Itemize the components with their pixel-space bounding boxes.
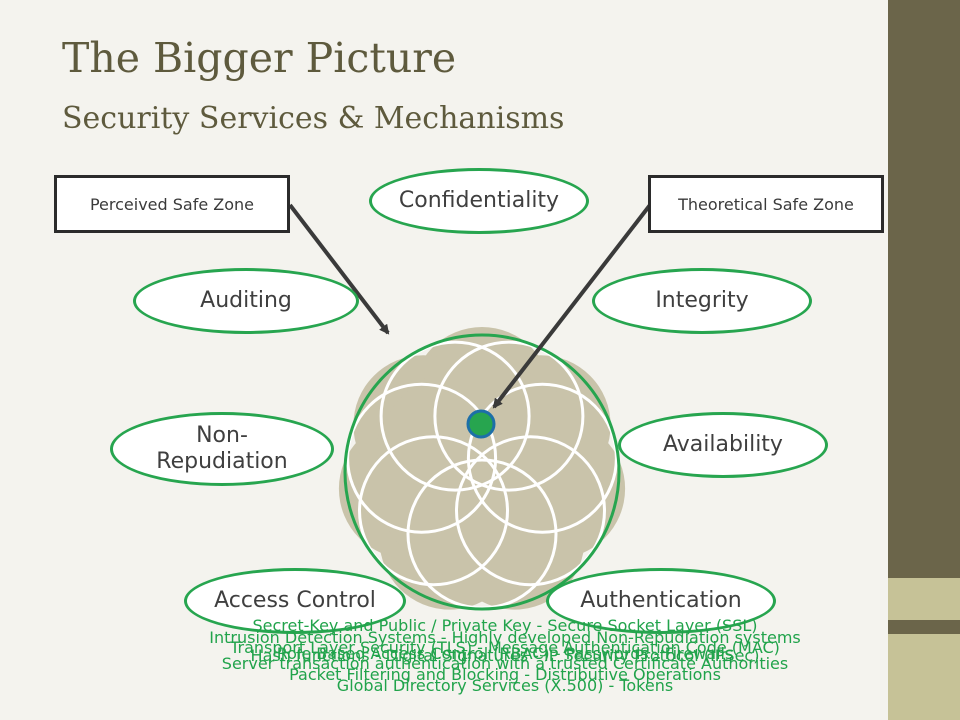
rosette-core <box>372 362 592 582</box>
mechanism-line: Intrusion Detection Systems - Highly dev… <box>209 628 801 647</box>
sidebar-accent-light-bottom <box>888 634 960 720</box>
rosette-ring <box>346 382 498 534</box>
rosette-ring <box>466 382 618 534</box>
rosette-ring <box>379 340 531 492</box>
ring-rosette <box>346 340 618 610</box>
mechanism-line: Hash functions - Digital Signatures - IP… <box>250 646 760 665</box>
slide-subtitle: Security Services & Mechanisms <box>62 101 565 136</box>
theoretical-zone-arrow <box>492 203 652 409</box>
service-access-control: Access Control <box>184 568 406 634</box>
service-integrity: Integrity <box>592 268 812 334</box>
service-auditing: Auditing <box>133 268 359 334</box>
mechanism-line: Transport Layer Security (TLS) - Message… <box>230 638 780 657</box>
rosette-diagram <box>288 203 652 611</box>
rosette-ring <box>358 435 509 587</box>
service-availability: Availability <box>618 412 828 478</box>
slide-title: The Bigger Picture <box>62 34 457 82</box>
service-non-repudiation: Non- Repudiation <box>110 412 334 486</box>
rosette-ring <box>433 340 585 492</box>
mechanism-line: Secret-Key and Public / Private Key - Se… <box>252 616 758 635</box>
center-dot <box>466 409 496 439</box>
safe-zone-circle <box>343 333 621 611</box>
mechanism-line: Global Directory Services (X.500) - Toke… <box>336 676 674 695</box>
service-authentication: Authentication <box>546 568 776 634</box>
perceived-safe-zone-box: Perceived Safe Zone <box>54 175 290 233</box>
mechanism-line: Server transaction authentication with a… <box>221 654 789 673</box>
service-confidentiality: Confidentiality <box>369 168 589 234</box>
theoretical-safe-zone-box: Theoretical Safe Zone <box>648 175 884 233</box>
perceived-zone-arrow <box>288 203 390 335</box>
rosette-ring <box>455 435 606 587</box>
sidebar-accent-dark <box>888 620 960 634</box>
mechanism-line: Packet Filtering and Blocking - Distribu… <box>289 665 721 684</box>
sidebar-accent-light <box>888 578 960 620</box>
mechanism-line: Role Based Access Control (RBAC) - Passw… <box>276 644 734 663</box>
